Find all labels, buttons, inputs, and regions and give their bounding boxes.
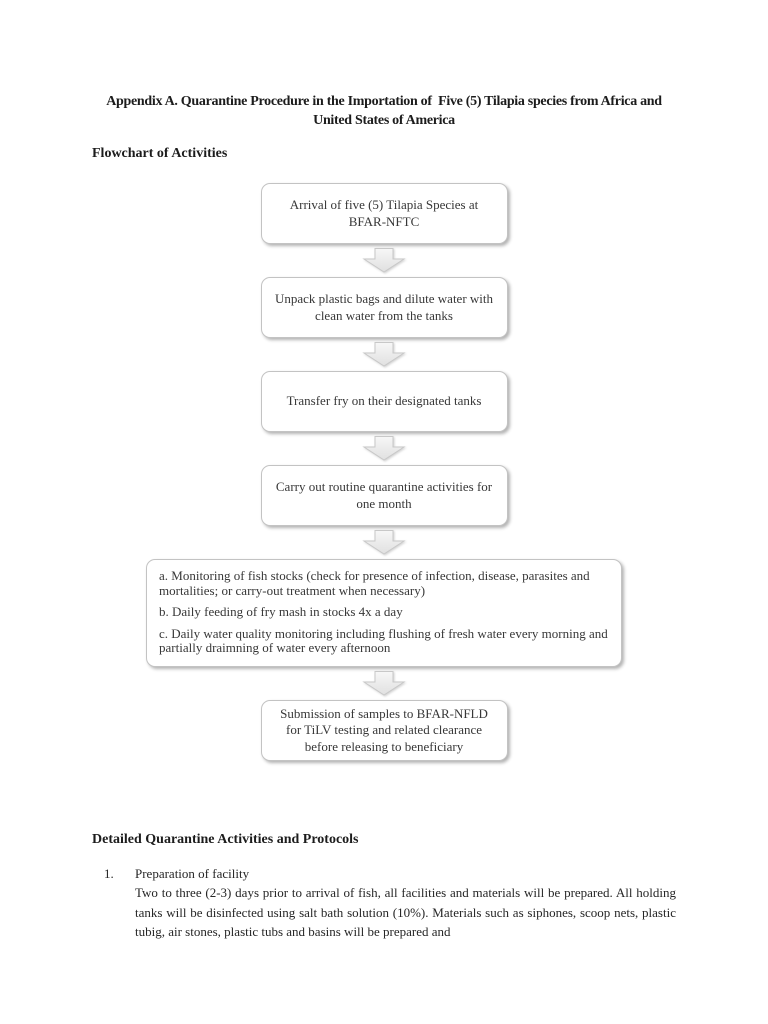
list-item: 1. Preparation of facility Two to three … bbox=[104, 864, 676, 942]
flowchart-box-arrival: Arrival of five (5) Tilapia Species at B… bbox=[260, 183, 508, 244]
flowchart-heading: Flowchart of Activities bbox=[92, 146, 228, 161]
flowchart-box-daily-activities: a. Monitoring of fish stocks (check for … bbox=[146, 559, 622, 667]
down-arrow-icon bbox=[362, 670, 406, 696]
flowchart-box-text: Arrival of five (5) Tilapia Species at B… bbox=[289, 197, 479, 229]
list-item-number: 1. bbox=[104, 866, 114, 881]
list-item-content: Preparation of facility Two to three (2-… bbox=[135, 864, 676, 942]
list-item-body: Two to three (2-3) days prior to arrival… bbox=[135, 885, 676, 939]
down-arrow-icon bbox=[362, 530, 406, 555]
list-item-title: Preparation of facility bbox=[135, 866, 250, 881]
down-arrow-icon bbox=[362, 436, 406, 461]
down-arrow-icon bbox=[362, 248, 406, 273]
flowchart: Arrival of five (5) Tilapia Species at B… bbox=[92, 183, 676, 761]
flowchart-box-text: Unpack plastic bags and dilute water wit… bbox=[274, 291, 494, 323]
protocols-list: 1. Preparation of facility Two to three … bbox=[92, 864, 676, 942]
flowchart-box-transfer: Transfer fry on their designated tanks bbox=[260, 371, 508, 432]
flowchart-box-item-b: b. Daily feeding of fry mash in stocks 4… bbox=[159, 604, 403, 619]
flowchart-box-text: Submission of samples to BFAR-NFLD for T… bbox=[280, 705, 488, 754]
down-arrow-icon bbox=[362, 342, 406, 367]
details-heading: Detailed Quarantine Activities and Proto… bbox=[92, 832, 359, 847]
flowchart-box-item-a: a. Monitoring of fish stocks (check for … bbox=[159, 568, 590, 598]
document-title: Appendix A. Quarantine Procedure in the … bbox=[106, 94, 665, 128]
flowchart-box-item-c: c. Daily water quality monitoring includ… bbox=[159, 625, 608, 655]
flowchart-box-unpack: Unpack plastic bags and dilute water wit… bbox=[260, 277, 508, 338]
flowchart-box-submission: Submission of samples to BFAR-NFLD for T… bbox=[260, 699, 508, 761]
flowchart-box-text: Transfer fry on their designated tanks bbox=[286, 393, 482, 409]
flowchart-box-quarantine: Carry out routine quarantine activities … bbox=[260, 465, 508, 526]
flowchart-box-text: Carry out routine quarantine activities … bbox=[275, 479, 493, 511]
